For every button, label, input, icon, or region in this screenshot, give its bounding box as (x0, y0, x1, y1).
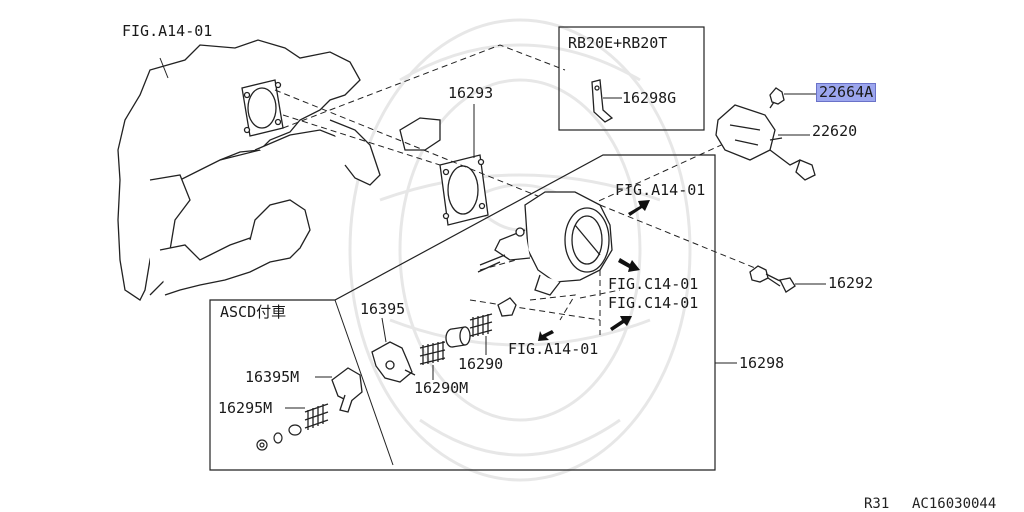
label-option: ASCD付車 (220, 303, 287, 321)
bracket-16395 (371, 341, 416, 383)
label-16295m[interactable]: 16295M (218, 399, 273, 417)
spring-16295m (304, 403, 329, 430)
label-22664a-highlighted[interactable]: 22664A (816, 83, 877, 102)
leader-fig-a14-top (159, 57, 169, 79)
bolt-16292 (749, 265, 796, 293)
label-fig-c14-a[interactable]: FIG.C14-01 (608, 275, 699, 293)
variant-box (558, 26, 705, 131)
label-16298g[interactable]: 16298G (622, 89, 677, 107)
label-fig-a14-right[interactable]: FIG.A14-01 (615, 181, 706, 199)
arrows (538, 200, 650, 341)
label-fig-a14-top[interactable]: FIG.A14-01 (122, 22, 213, 40)
label-fig-a14-bottom[interactable]: FIG.A14-01 (508, 340, 599, 358)
label-16395[interactable]: 16395 (360, 300, 406, 318)
label-16395m[interactable]: 16395M (245, 368, 300, 386)
gasket-16293 (439, 154, 489, 226)
lever-cam (497, 297, 517, 317)
throttle-body (477, 191, 613, 296)
screw-22664a (769, 87, 785, 109)
label-22620[interactable]: 22620 (812, 122, 858, 140)
label-variant: RB20E+RB20T (568, 34, 668, 52)
intake-manifold (117, 39, 441, 301)
label-16290m[interactable]: 16290M (414, 379, 469, 397)
label-16293[interactable]: 16293 (448, 84, 494, 102)
label-fig-c14-b[interactable]: FIG.C14-01 (608, 294, 699, 312)
footer-code: AC16030044 (912, 496, 997, 512)
collar (445, 326, 471, 348)
manifold-flange (241, 79, 284, 137)
small-washers (256, 424, 302, 451)
footer-model: R31 (864, 496, 890, 512)
label-16290[interactable]: 16290 (458, 355, 504, 373)
asc-divider (334, 299, 394, 466)
label-16298[interactable]: 16298 (739, 354, 785, 372)
spring-16290 (469, 313, 493, 337)
bracket-16395m (331, 367, 363, 413)
spring-16290m (419, 341, 446, 365)
label-16292[interactable]: 16292 (828, 274, 874, 292)
bracket-16298g (591, 79, 614, 123)
sensor-22620 (715, 104, 816, 181)
leader-16395 (381, 317, 387, 343)
